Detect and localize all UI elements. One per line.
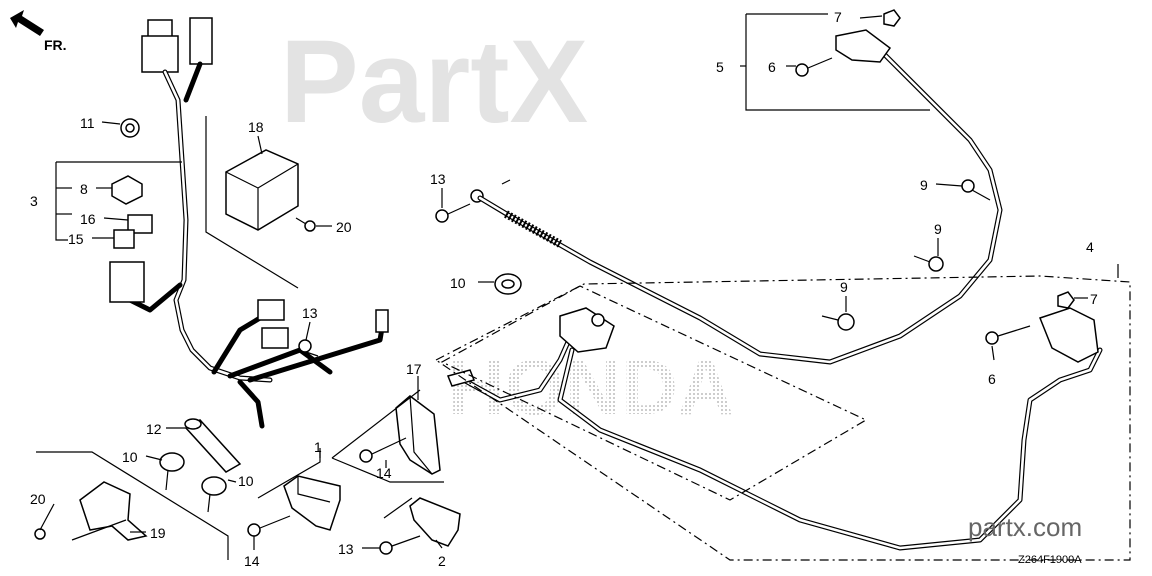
fuse-part-15	[113, 229, 135, 249]
callout-13-cable: 13	[430, 171, 446, 187]
relay-cover-part-18	[225, 149, 299, 231]
callout-19: 19	[150, 525, 166, 541]
callout-2: 2	[438, 553, 446, 569]
callout-5: 5	[716, 59, 724, 75]
clip-part-9-a	[961, 179, 991, 201]
bolt-part-14-lower	[247, 515, 291, 537]
callout-3: 3	[30, 193, 38, 209]
bolt-part-20-lower	[34, 528, 46, 540]
callout-14-lower: 14	[244, 553, 260, 569]
callout-9-a: 9	[920, 177, 928, 193]
nut-part-7-upper	[883, 9, 901, 27]
bracket-part-2	[409, 497, 461, 547]
callout-18: 18	[248, 119, 264, 135]
bolt-part-13-left	[298, 339, 319, 357]
callout-7-upper: 7	[834, 9, 842, 25]
callout-9-c: 9	[840, 279, 848, 295]
clamp-part-10-right	[201, 476, 227, 513]
bolt-part-13-lower	[379, 535, 421, 555]
callout-10-left: 10	[122, 449, 138, 465]
clip-part-9-c	[821, 313, 855, 331]
bolt-part-20-upper	[295, 217, 316, 232]
fuse-part-16	[127, 214, 153, 234]
honda-watermark: HONDA	[448, 343, 734, 431]
clamp-part-11	[120, 118, 140, 138]
front-direction-label: FR.	[44, 37, 67, 53]
callout-11: 11	[80, 115, 95, 131]
callout-14-upper: 14	[376, 465, 392, 481]
callout-7-lower: 7	[1090, 291, 1098, 307]
site-watermark: partx.com	[968, 512, 1082, 542]
tube-part-12	[184, 418, 242, 473]
positive-terminal-cover	[1039, 307, 1099, 363]
callout-4: 4	[1086, 239, 1094, 255]
callout-20-lower: 20	[30, 491, 46, 507]
clamp-part-10-left	[159, 452, 185, 491]
callout-17: 17	[406, 361, 422, 377]
callout-16: 16	[80, 211, 96, 227]
callout-8: 8	[80, 181, 88, 197]
cover-part-19	[79, 481, 148, 541]
callout-1: 1	[314, 439, 322, 455]
bracket-part-1	[283, 475, 341, 531]
callout-13-lower: 13	[338, 541, 354, 557]
main-wire-harness	[109, 17, 389, 429]
clamp-part-10-cable	[494, 273, 522, 295]
negative-terminal-cover	[835, 29, 892, 63]
callout-10-cable: 10	[450, 275, 466, 291]
partx-watermark: PartX	[280, 16, 588, 148]
callout-leaders	[39, 15, 1088, 550]
bolt-part-14-upper	[359, 437, 407, 463]
bolt-part-6-lower	[985, 325, 1031, 345]
bolt-part-6-upper	[795, 57, 833, 77]
diagram-code: Z264F1900A	[1018, 554, 1082, 566]
callout-10-right: 10	[238, 473, 254, 489]
positive-cable-frame	[434, 275, 1131, 561]
clip-part-9-b	[913, 255, 944, 272]
bolt-part-13-cable	[435, 203, 471, 223]
callout-6-lower: 6	[988, 371, 996, 387]
nut-part-7-lower	[1057, 291, 1075, 309]
bracket-part-17	[395, 395, 441, 475]
callout-20-upper: 20	[336, 219, 352, 235]
callout-9-b: 9	[934, 221, 942, 237]
negative-cable	[470, 47, 1003, 365]
callout-labels: 11 3 8 16 15 18 20 13 12 10 10 20 19 1 1…	[30, 9, 1098, 569]
callout-12: 12	[146, 421, 162, 437]
positive-cable	[446, 307, 1103, 551]
callout-6-upper: 6	[768, 59, 776, 75]
callout-13-harness: 13	[302, 305, 318, 321]
callout-15: 15	[68, 231, 84, 247]
fuse-box-cover-part-8	[111, 175, 143, 205]
front-direction-arrow-icon	[10, 10, 44, 36]
